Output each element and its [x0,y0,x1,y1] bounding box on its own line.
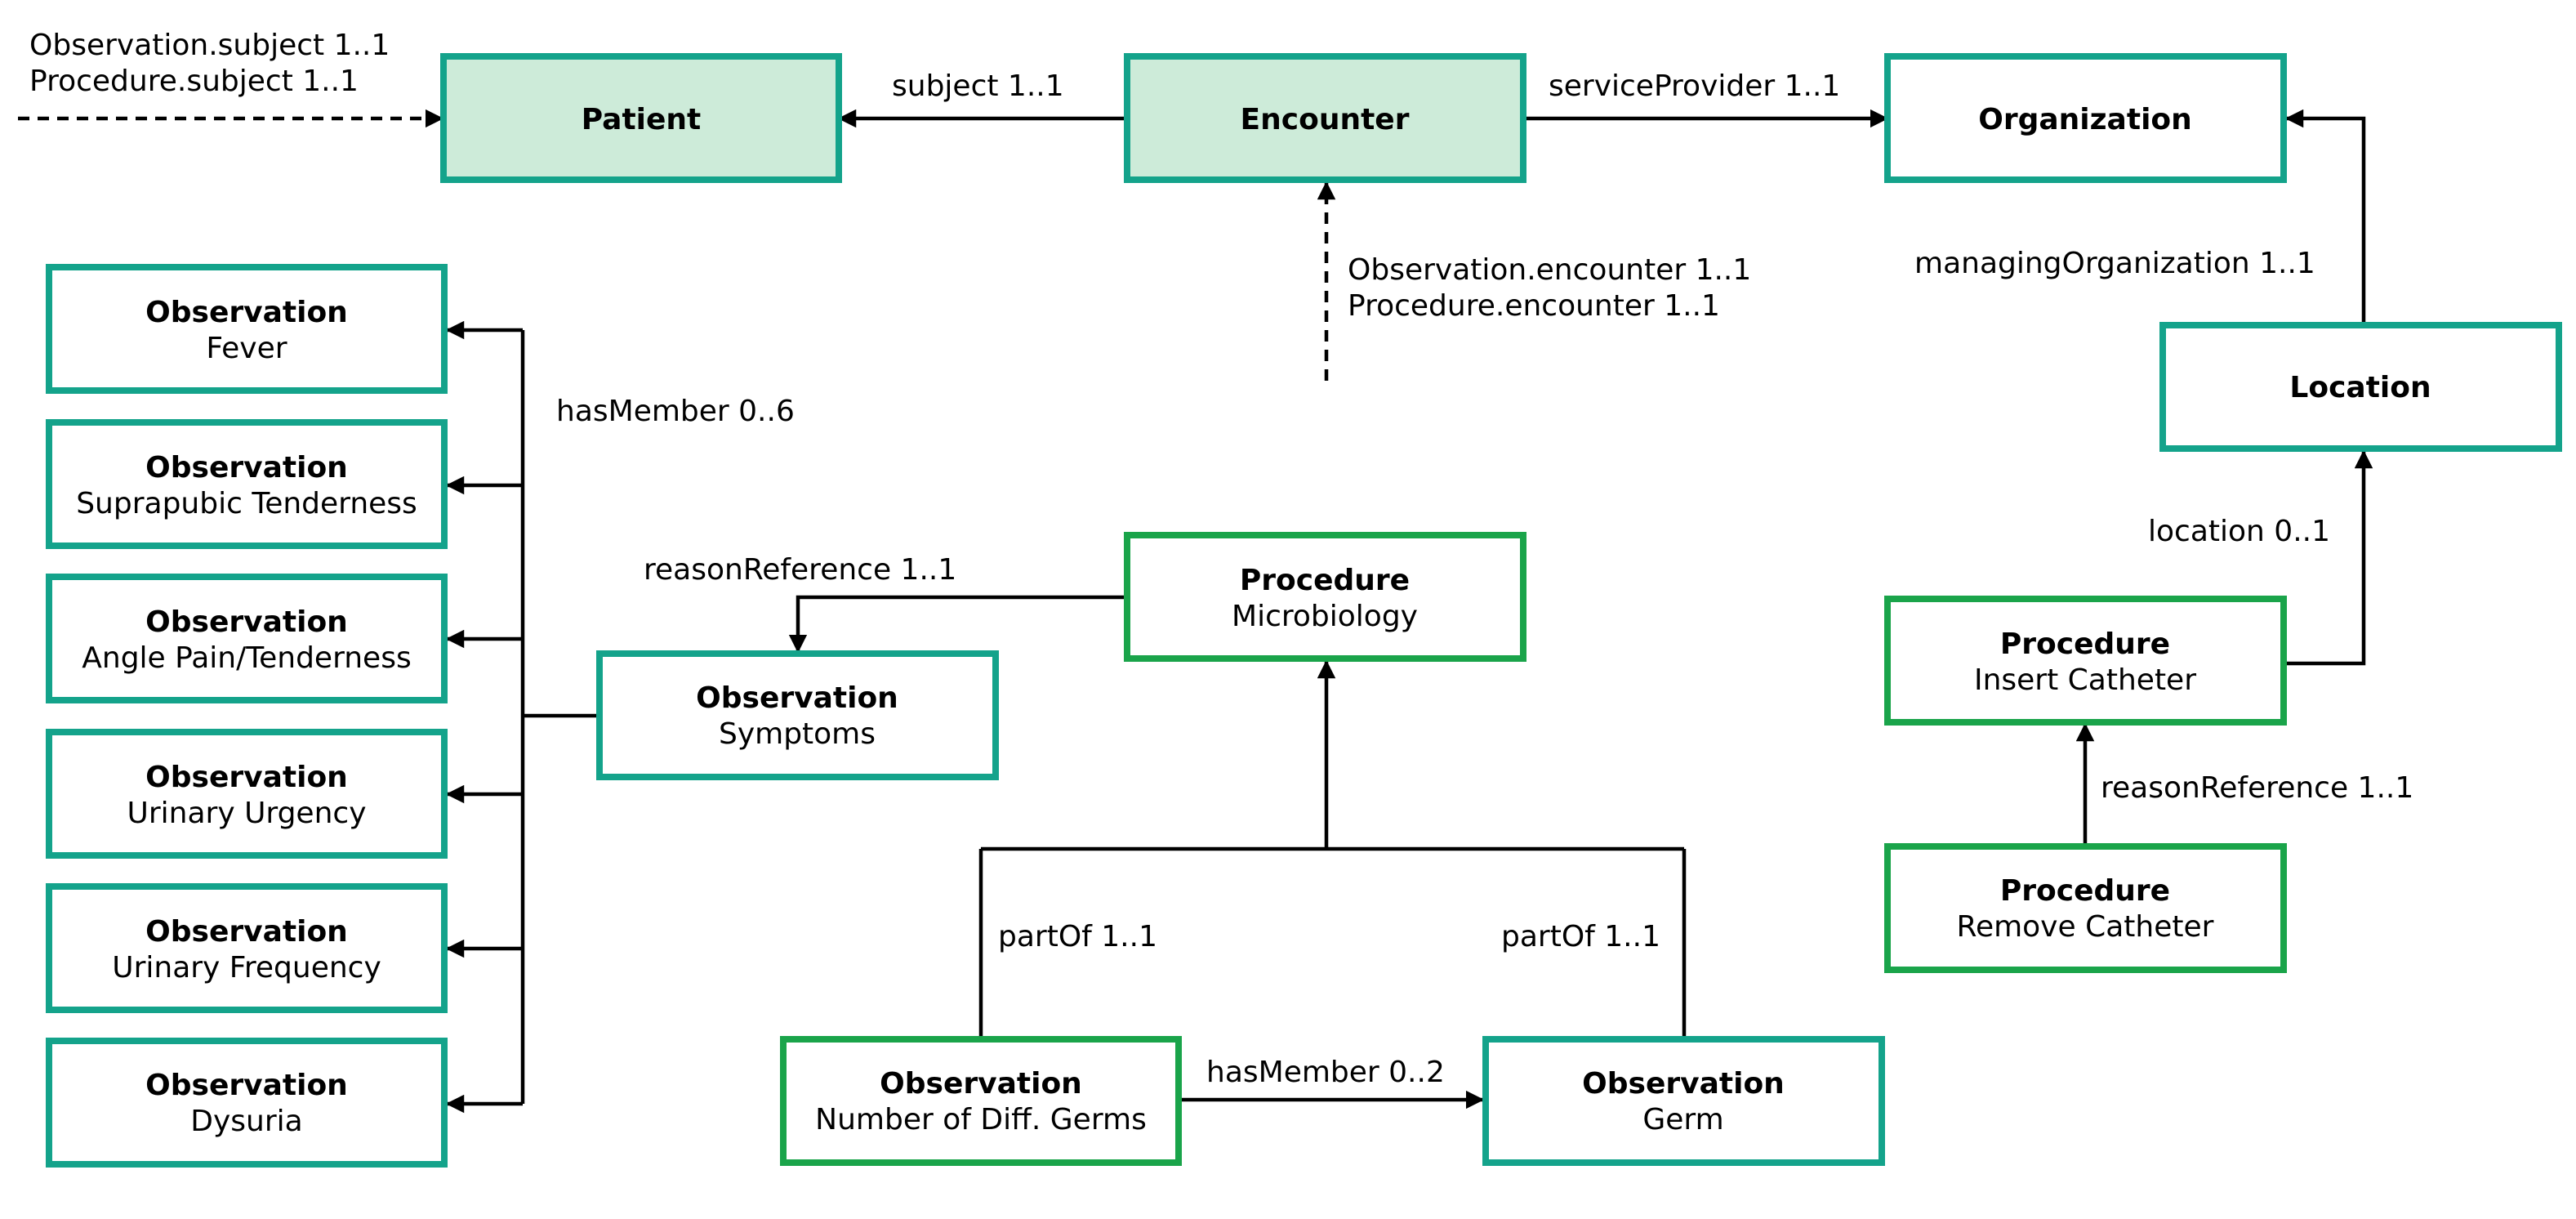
node-obs-dysuria-title: Observation [145,1069,348,1102]
node-obs-frequency-title: Observation [145,915,348,949]
node-patient-title: Patient [582,103,702,136]
node-location: Location [2159,322,2562,452]
node-obs-urgency-sub: Urinary Urgency [127,797,366,830]
node-proc-remove-catheter: Procedure Remove Catheter [1884,843,2287,973]
node-proc-insert-catheter-title: Procedure [2000,627,2170,661]
edge-location [2286,449,2373,666]
node-obs-num-germs-title: Observation [880,1067,1082,1101]
node-obs-urgency: Observation Urinary Urgency [46,729,448,859]
label-reason-reference-micro: reasonReference 1..1 [644,553,956,587]
node-proc-remove-catheter-title: Procedure [2000,874,2170,908]
node-proc-remove-catheter-sub: Remove Catheter [1957,910,2214,944]
node-obs-dysuria-sub: Dysuria [190,1105,302,1138]
label-procedure-subject: Procedure.subject 1..1 [29,65,359,98]
node-obs-suprapubic-title: Observation [145,451,348,484]
label-procedure-encounter: Procedure.encounter 1..1 [1348,289,1720,323]
label-reason-reference-catheter: reasonReference 1..1 [2101,771,2413,805]
label-subject: subject 1..1 [892,69,1064,103]
label-location: location 0..1 [2148,515,2330,548]
node-obs-angle: Observation Angle Pain/Tenderness [46,574,448,703]
node-obs-symptoms-sub: Symptoms [719,717,876,751]
edge-reason-reference-micro [788,595,1126,654]
node-encounter-title: Encounter [1241,103,1410,136]
node-proc-microbiology-title: Procedure [1240,564,1410,597]
label-has-member-symptoms: hasMember 0..6 [556,395,795,428]
node-obs-num-germs-sub: Number of Diff. Germs [815,1103,1147,1136]
node-proc-microbiology: Procedure Microbiology [1124,532,1526,662]
node-proc-insert-catheter: Procedure Insert Catheter [1884,596,2287,726]
node-obs-angle-sub: Angle Pain/Tenderness [82,641,411,675]
label-service-provider: serviceProvider 1..1 [1549,69,1840,103]
edge-managing-organization [2284,109,2366,324]
label-has-member-germs: hasMember 0..2 [1206,1056,1445,1089]
label-managing-organization: managingOrganization 1..1 [1914,247,2315,280]
node-obs-germ-sub: Germ [1642,1103,1723,1136]
node-obs-dysuria: Observation Dysuria [46,1038,448,1168]
label-part-of-right: partOf 1..1 [1501,920,1660,953]
node-proc-microbiology-sub: Microbiology [1232,600,1418,633]
label-observation-encounter: Observation.encounter 1..1 [1348,253,1751,287]
node-obs-symptoms: Observation Symptoms [596,650,999,780]
node-obs-num-germs: Observation Number of Diff. Germs [780,1036,1182,1166]
node-location-title: Location [2289,371,2431,404]
node-obs-symptoms-title: Observation [696,681,898,715]
node-obs-germ-title: Observation [1582,1067,1785,1101]
label-part-of-left: partOf 1..1 [998,920,1157,953]
node-organization: Organization [1884,53,2287,183]
node-obs-fever-title: Observation [145,296,348,329]
node-encounter: Encounter [1124,53,1526,183]
node-patient: Patient [440,53,842,183]
node-obs-fever: Observation Fever [46,264,448,394]
node-obs-frequency-sub: Urinary Frequency [112,951,381,985]
node-obs-suprapubic: Observation Suprapubic Tenderness [46,419,448,549]
node-proc-insert-catheter-sub: Insert Catheter [1974,663,2196,697]
node-organization-title: Organization [1978,103,2192,136]
node-obs-suprapubic-sub: Suprapubic Tenderness [76,487,417,520]
node-obs-frequency: Observation Urinary Frequency [46,883,448,1013]
node-obs-urgency-title: Observation [145,761,348,794]
node-obs-fever-sub: Fever [206,332,287,365]
node-obs-angle-title: Observation [145,605,348,639]
node-obs-germ: Observation Germ [1482,1036,1885,1166]
label-observation-subject: Observation.subject 1..1 [29,29,390,62]
